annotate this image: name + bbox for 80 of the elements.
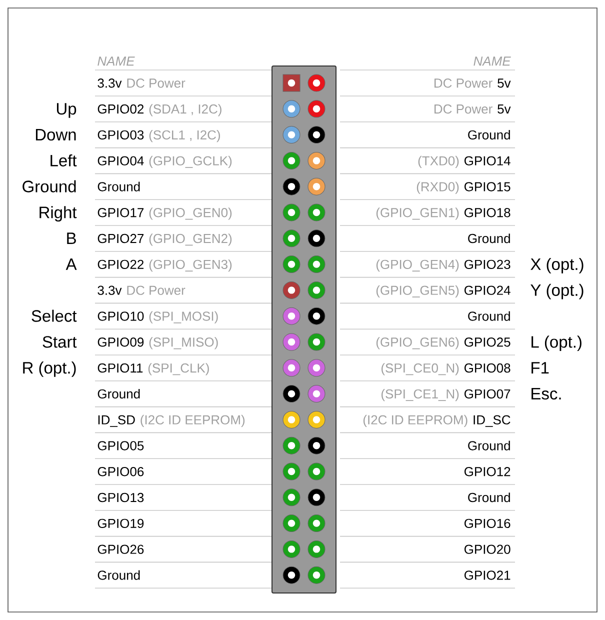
column-header: NAME	[474, 56, 511, 66]
pin-name: GPIO11	[98, 363, 143, 373]
pin-function: (SPI_CE0_N)	[382, 363, 459, 376]
button-label: Down	[36, 129, 76, 141]
pin-name: GPIO13	[98, 492, 144, 502]
pin-name: ID_SD	[98, 415, 135, 427]
pin-name: GPIO25	[464, 338, 510, 347]
pin-name: GPIO24	[464, 286, 510, 295]
pin-name: GPIO23	[464, 260, 510, 270]
pin-name: GPIO18	[464, 208, 510, 218]
pin-function: (RXD0)	[416, 182, 459, 194]
pin-name: Ground	[468, 234, 510, 244]
pin-name: Ground	[98, 388, 140, 399]
button-label: Y (opt.)	[530, 284, 584, 300]
pin-name: GPIO10	[98, 312, 144, 321]
button-label: Esc.	[532, 388, 561, 400]
pin-name: GPIO12	[464, 467, 510, 476]
button-label: L (opt.)	[532, 336, 582, 352]
pin-function: DC Power	[127, 78, 186, 88]
button-label: Select	[32, 310, 77, 322]
pin-function: (GPIO_GEN4)	[376, 259, 459, 272]
pin-function: (SCL1 , I2C)	[149, 130, 220, 142]
button-label: A	[66, 258, 77, 270]
button-label: R (opt.)	[23, 362, 76, 377]
pin-function: (GPIO_GEN0)	[149, 208, 232, 220]
pin-name: GPIO20	[464, 544, 510, 554]
pin-function: DC Power	[434, 78, 492, 88]
pin-name: GPIO08	[464, 363, 510, 373]
column-header: NAME	[98, 56, 135, 66]
pin-function: DC Power	[127, 286, 186, 295]
pin-function: (GPIO_GEN5)	[376, 285, 459, 298]
pin-name: GPIO19	[98, 518, 144, 528]
pin-function: (GPIO_GEN3)	[149, 259, 232, 272]
button-label: Start	[42, 336, 77, 348]
button-label: Up	[56, 103, 76, 118]
button-label: F1	[532, 362, 549, 374]
pin-name: GPIO05	[98, 441, 144, 450]
pin-name: GPIO02	[98, 104, 144, 114]
pin-function: (I2C ID EEPROM)	[363, 414, 468, 427]
pin-name: GPIO04	[98, 156, 144, 166]
pin-name: GPIO17	[98, 208, 144, 218]
pin-function: DC Power	[434, 104, 492, 114]
pin-name: GPIO27	[98, 234, 144, 244]
pin-name: Ground	[98, 570, 140, 580]
pin-name: 3.3v	[98, 78, 122, 88]
pin-name: Ground	[468, 130, 510, 140]
pin-name: GPIO15	[464, 182, 510, 192]
pin-name: GPIO22	[98, 260, 144, 270]
pin-function: (SPI_MISO)	[149, 337, 218, 350]
button-label: B	[67, 232, 76, 244]
pin-name: ID_SC	[474, 415, 510, 427]
pin-function: (SPI_CLK)	[148, 363, 209, 376]
pin-function: (SDA1 , I2C)	[149, 104, 222, 116]
pin-name: 5v	[498, 104, 511, 114]
pin-function: (GPIO_GEN2)	[149, 234, 232, 246]
pin-name: GPIO07	[464, 389, 510, 399]
button-label: Left	[50, 154, 77, 166]
pin-name: Ground	[468, 311, 510, 321]
pin-function: (SPI_MOSI)	[149, 311, 218, 324]
pin-name: GPIO09	[98, 338, 144, 347]
pin-function: (GPIO_GCLK)	[149, 156, 232, 168]
pin-name: GPIO26	[98, 544, 144, 554]
button-label: Right	[40, 206, 77, 222]
pin-function: (SPI_CE1_N)	[382, 388, 459, 402]
pin-name: Ground	[468, 440, 510, 450]
pin-name: GPIO03	[98, 130, 144, 140]
pin-name: 5v	[498, 78, 511, 88]
pin-function: (I2C ID EEPROM)	[140, 414, 245, 427]
pin-name: GPIO21	[464, 570, 510, 580]
pin-function: (TXD0)	[418, 156, 459, 168]
pin-name: GPIO14	[464, 156, 510, 166]
pin-name: GPIO06	[98, 467, 144, 476]
pin-name: Ground	[468, 492, 510, 502]
button-label: Ground	[22, 180, 76, 192]
pin-name: 3.3v	[98, 286, 122, 295]
pin-function: (GPIO_GEN1)	[376, 208, 459, 220]
pin-name: Ground	[98, 182, 140, 192]
pin-name: GPIO16	[464, 518, 510, 528]
button-label: X (opt.)	[530, 258, 584, 274]
pin-function: (GPIO_GEN6)	[376, 337, 459, 350]
